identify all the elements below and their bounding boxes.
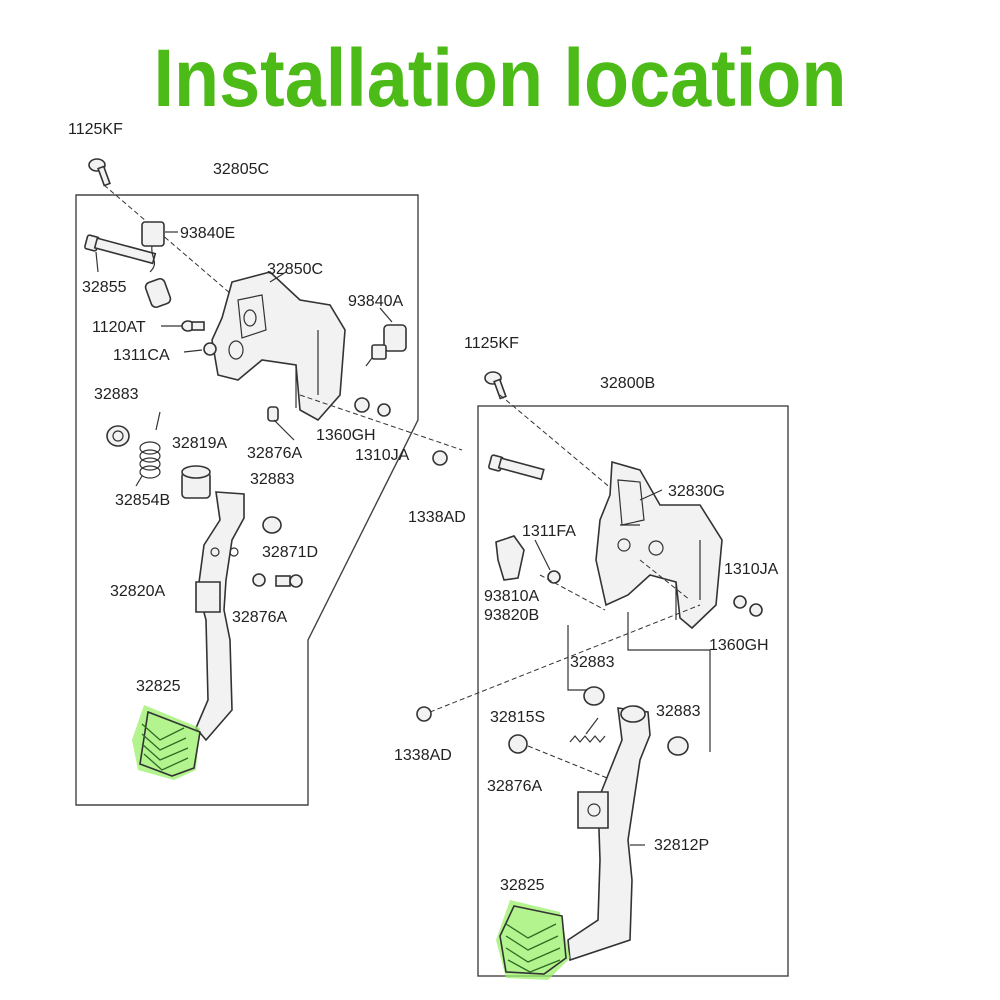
- bolt-1125kf-icon: [88, 158, 111, 187]
- label-93840a: 93840A: [348, 293, 403, 310]
- pedal-arm-32812p-icon: [567, 705, 651, 962]
- bushing-32883-icon: [106, 425, 130, 447]
- pedal-pad-right-icon: [496, 900, 570, 980]
- label-32883-mid: 32883: [250, 471, 295, 488]
- label-1125kf-left: 1125KF: [68, 121, 123, 138]
- right-pedal-assembly: [416, 371, 789, 980]
- switch-93840e-icon: [141, 221, 165, 273]
- sensor-93810a-icon: [495, 535, 525, 581]
- label-32876a-lower: 32876A: [232, 609, 287, 626]
- part-labels: 1125KF 32805C 93840E 32855 32850C 93840A…: [68, 121, 779, 894]
- pedal-arm-32820a-icon: [195, 491, 245, 742]
- label-32883-right-lower: 32883: [656, 703, 701, 720]
- bolt-32871d-icon: [275, 574, 303, 588]
- return-spring-icon: [135, 411, 161, 487]
- label-32876a-right: 32876A: [487, 778, 542, 795]
- label-1120at: 1120AT: [92, 319, 146, 336]
- left-assembly-outline: [75, 194, 419, 806]
- label-32819a: 32819A: [172, 435, 227, 452]
- label-1310ja-left: 1310JA: [355, 447, 410, 464]
- label-1311ca: 1311CA: [113, 347, 170, 364]
- nut-1311ca-icon: [203, 342, 217, 356]
- bolt-1120at-icon: [181, 320, 205, 332]
- label-32876a-upper: 32876A: [247, 445, 302, 462]
- nut-1338ad-right-icon: [416, 706, 432, 722]
- label-32850c: 32850C: [267, 261, 323, 278]
- clip-32876a-icon: [267, 406, 279, 422]
- label-32825-right: 32825: [500, 877, 545, 894]
- label-1311fa: 1311FA: [522, 523, 576, 540]
- label-32883-right-upper: 32883: [570, 654, 615, 671]
- right-assembly-outline: [477, 405, 789, 977]
- label-32800b: 32800B: [600, 375, 655, 392]
- label-1125kf-right: 1125KF: [464, 335, 519, 352]
- bushing-32883-right-icon: [583, 686, 605, 706]
- bracket-32830g-icon: [595, 460, 723, 630]
- left-pedal-assembly: [75, 158, 463, 806]
- label-93810a: 93810A: [484, 588, 539, 605]
- bushing-32883-right-lower-icon: [667, 736, 689, 756]
- label-32883-left: 32883: [94, 386, 139, 403]
- switch-93840a-icon: [365, 324, 407, 367]
- label-32815s: 32815S: [490, 709, 545, 726]
- page-title: Installation location: [153, 33, 847, 124]
- leader-lines: [95, 231, 663, 846]
- label-93840e: 93840E: [180, 225, 235, 242]
- clip-32876a-right-icon: [508, 734, 528, 754]
- pivot-bolt-icon: [84, 234, 157, 265]
- nut-1311fa-icon: [547, 570, 561, 584]
- pivot-bolt-right-icon: [488, 454, 545, 481]
- label-1360gh-left: 1360GH: [316, 427, 376, 444]
- label-32871d: 32871D: [262, 544, 318, 561]
- label-32825-left: 32825: [136, 678, 181, 695]
- label-1338ad-left: 1338AD: [408, 509, 466, 526]
- nut-1360gh-icon: [354, 397, 370, 413]
- label-1338ad-right: 1338AD: [394, 747, 452, 764]
- label-1360gh-right: 1360GH: [709, 637, 769, 654]
- nut-1338ad-icon: [432, 450, 448, 466]
- clip-32876a-lower-icon: [252, 573, 266, 587]
- washer-32883-icon: [262, 516, 282, 534]
- nut-1310ja-icon: [377, 403, 391, 417]
- bolt-1125kf-right-icon: [484, 371, 507, 400]
- nut-1360gh-right-icon: [733, 595, 747, 609]
- bracket-32850c-icon: [211, 271, 346, 422]
- pedal-pad-left-icon: [132, 705, 201, 780]
- sleeve-32819a-icon: [181, 465, 211, 499]
- label-32830g: 32830G: [668, 483, 725, 500]
- spring-32815s-icon: [569, 735, 606, 743]
- label-1310ja-right: 1310JA: [724, 561, 779, 578]
- label-93820b: 93820B: [484, 607, 539, 624]
- label-32854b: 32854B: [115, 492, 170, 509]
- label-32812p: 32812P: [654, 837, 709, 854]
- label-32855: 32855: [82, 279, 127, 296]
- bushing-icon: [144, 277, 172, 309]
- label-32805c: 32805C: [213, 161, 269, 178]
- nut-1310ja-right-icon: [749, 603, 763, 617]
- label-32820a: 32820A: [110, 583, 165, 600]
